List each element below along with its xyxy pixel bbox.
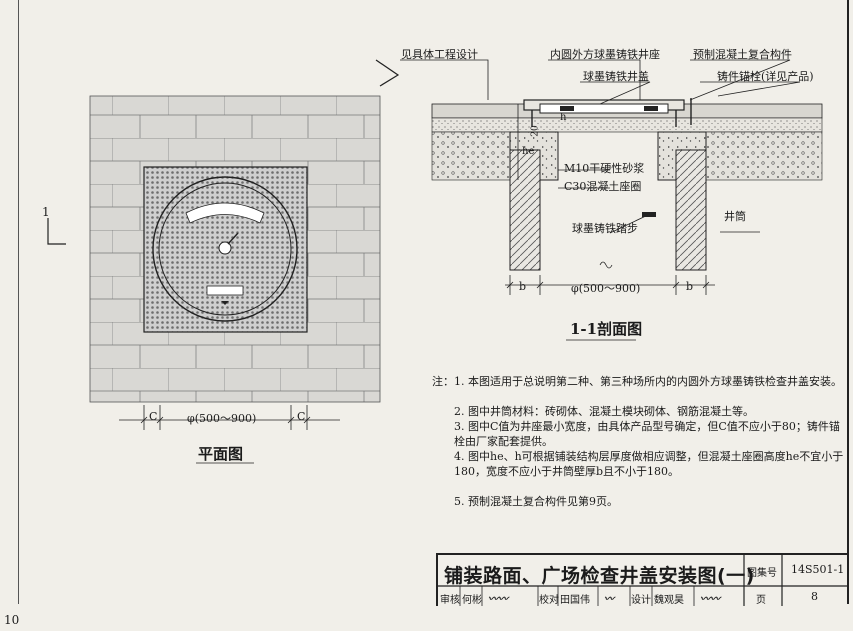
dim-b-right: b xyxy=(686,280,694,293)
notes-head: 注： xyxy=(432,375,454,388)
drawing-sheet xyxy=(18,0,849,604)
label-mortar: M10干硬性砂浆 xyxy=(564,162,645,175)
plan-section-mark xyxy=(47,59,400,245)
plan-frame xyxy=(143,166,308,333)
check-signature: 〰 xyxy=(604,594,614,605)
sheet-page-number: 10 xyxy=(4,613,20,627)
title-block: 铺装路面、广场检查井盖安装图(一) 图集号 14S501-1 页 8 审核 何彬… xyxy=(436,553,848,606)
dim-h: h xyxy=(560,112,567,123)
atlas-label: 图集号 xyxy=(747,568,777,579)
dim-twenty: 20 xyxy=(530,125,541,137)
design-name: 魏观昊 xyxy=(654,595,684,606)
label-frame: 内圆外方球墨铸铁井座 xyxy=(550,48,660,61)
section-shaft-walls xyxy=(509,149,707,271)
page-label: 页 xyxy=(756,595,766,606)
atlas-no: 14S501-1 xyxy=(791,563,845,576)
note-3: 3. 图中C值为井座最小宽度，由具体产品型号确定，但C值不应小于80；铸件锚栓由… xyxy=(454,420,840,448)
section-title: 1-1剖面图 xyxy=(570,320,643,338)
design-signature: 〰〰 xyxy=(700,594,720,605)
check-name: 田国伟 xyxy=(560,595,590,606)
section-frame-cover xyxy=(523,98,692,127)
label-ring: C30混凝土座圈 xyxy=(564,180,642,193)
note-1: 1. 本图适用于总说明第二种、第三种场所内的内圆外方球墨铸铁检查井盖安装。 xyxy=(454,375,842,388)
check-label: 校对 xyxy=(539,595,559,606)
drawing-title: 铺装路面、广场检查井盖安装图(一) xyxy=(444,565,755,587)
section-dimensions xyxy=(196,104,715,464)
note-5: 5. 预制混凝土复合构件见第9页。 xyxy=(454,495,618,508)
label-see-design: 见具体工程设计 xyxy=(401,48,478,61)
plan-dim-c-left: C xyxy=(149,410,158,423)
title-block-grid xyxy=(438,555,848,606)
design-label: 设计 xyxy=(631,595,651,606)
plan-dim-phi: φ(500～900) xyxy=(187,412,257,425)
plan-dimensions xyxy=(119,405,340,430)
review-signature: 〰〰 xyxy=(488,594,508,605)
label-step: 球墨铸铁踏步 xyxy=(572,222,638,235)
page-no: 8 xyxy=(811,590,818,603)
review-name: 何彬 xyxy=(462,595,482,606)
note-2: 2. 图中井筒材料：砖砌体、混凝土模块砌体、钢筋混凝土等。 xyxy=(454,405,754,418)
label-shaft: 井筒 xyxy=(724,210,746,223)
plan-dim-c-right: C xyxy=(297,410,306,423)
dim-b-left: b xyxy=(519,280,527,293)
label-precast: 预制混凝土复合构件 xyxy=(693,48,792,61)
review-label: 审核 xyxy=(440,595,460,606)
section-leaders xyxy=(400,59,801,234)
plan-title: 平面图 xyxy=(198,445,244,463)
label-anchor: 铸件锚栓(详见产品) xyxy=(717,70,814,83)
label-cover: 球墨铸铁井盖 xyxy=(583,70,649,83)
dim-phi-section: φ(500～900) xyxy=(571,282,641,295)
plan-section-mark-label: 1 xyxy=(42,205,50,219)
note-4: 4. 图中he、h可根据铺装结构层厚度做相应调整，但混凝土座圈高度he不宜小于1… xyxy=(454,450,844,478)
dim-he: he xyxy=(522,146,535,157)
